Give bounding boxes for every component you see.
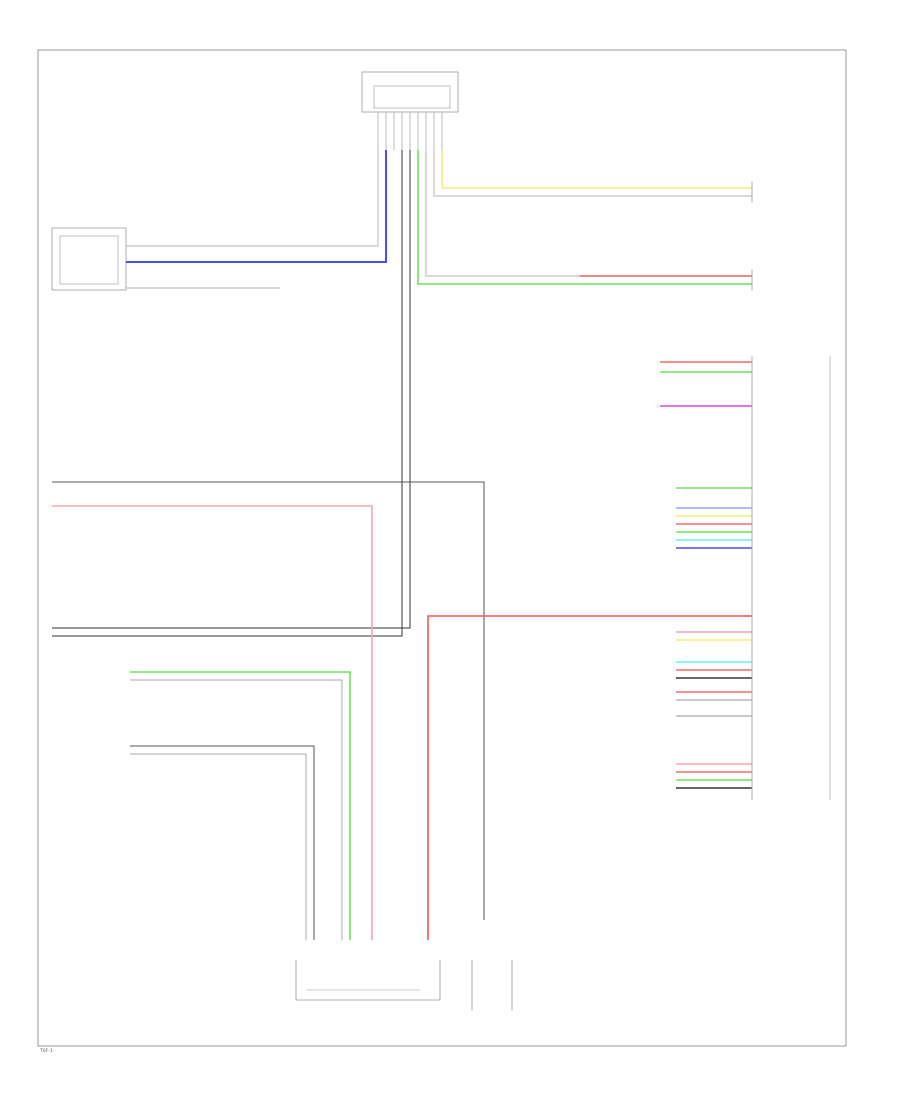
- main-ecu-connector: [751, 356, 831, 800]
- wire-gray-4: [425, 150, 752, 277]
- ecu-wires: [660, 361, 752, 789]
- wire-pink: [52, 505, 373, 940]
- wire-black-3: [52, 481, 485, 920]
- wire-gray-5: [130, 679, 343, 940]
- left-component-box: [51, 227, 127, 291]
- diagram-border: [37, 49, 847, 1047]
- wire-black-2: [52, 150, 403, 637]
- top-connector: [361, 71, 459, 150]
- wire-yellow: [441, 150, 752, 189]
- bottom-right-connector: [471, 960, 513, 1010]
- wire-blue: [126, 150, 387, 263]
- wire-gray-3: [433, 150, 752, 197]
- wire-red-long: [427, 615, 752, 940]
- wire-black-1: [52, 150, 411, 629]
- wire-gray-6: [130, 753, 307, 940]
- wire-gray-1: [126, 150, 379, 247]
- footer-code: T0F-1: [39, 1048, 53, 1054]
- wire-green: [417, 150, 752, 285]
- bottom-left-connector: [295, 960, 441, 1001]
- wire-green-2: [130, 671, 351, 940]
- wire-black-4: [130, 745, 315, 940]
